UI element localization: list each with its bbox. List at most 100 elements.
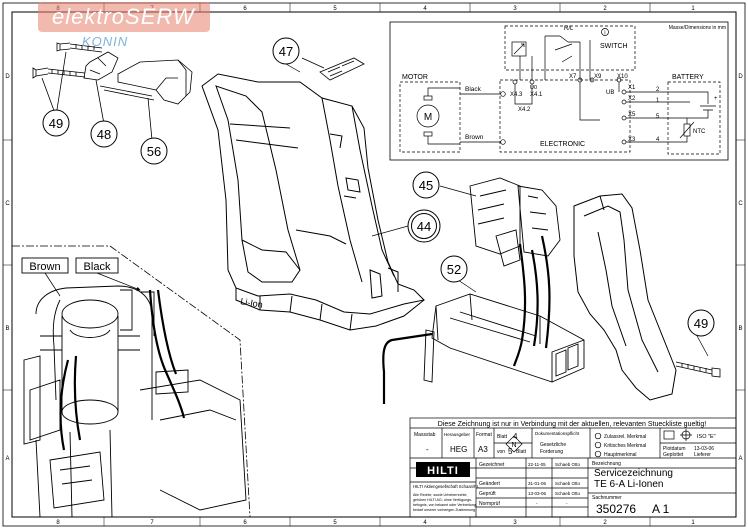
callout-45-label: 45 bbox=[419, 178, 433, 193]
term-x43: X4.3 bbox=[510, 92, 523, 98]
rights-line-1: Alle Rechte, sowie Urheberrechte, bbox=[413, 493, 468, 497]
detail-brown-label: Brown bbox=[29, 261, 60, 273]
rights-line-3: befugnis, von bekannt oder Verbreitung bbox=[413, 503, 476, 507]
callout-49-left: 49 bbox=[42, 109, 70, 137]
detail-wires bbox=[59, 289, 186, 451]
blatt-label: Blatt bbox=[497, 434, 508, 440]
callout-49-left-label: 49 bbox=[49, 116, 63, 131]
row-geaendert-name: Schaeb Otto bbox=[555, 481, 581, 486]
hilti-logo bbox=[416, 462, 470, 477]
row-label-d: D bbox=[5, 74, 10, 80]
callout-48-label: 48 bbox=[97, 127, 111, 142]
callout-49-right-label: 49 bbox=[694, 316, 708, 331]
row-label-c-right: C bbox=[738, 201, 743, 207]
pin-5: 5 bbox=[656, 114, 660, 120]
massstab-value: - bbox=[426, 445, 429, 454]
row-gezeichnet-label: Gezeichnet bbox=[479, 462, 505, 468]
revision-value: A 1 bbox=[652, 502, 670, 516]
sachnummer-label: Sachnummer bbox=[592, 495, 622, 501]
ntc-label: NTC bbox=[693, 129, 706, 135]
dok-symbol: N bbox=[511, 442, 516, 449]
term-x2: X2 bbox=[628, 96, 636, 102]
callout-49-right: 49 bbox=[687, 309, 715, 337]
i-label: I bbox=[604, 31, 605, 37]
blatt2-label: Blatt bbox=[516, 449, 527, 455]
col-label-1-bottom: 1 bbox=[691, 520, 695, 526]
motor-label: MOTOR bbox=[402, 74, 428, 81]
callout-56: 56 bbox=[140, 137, 168, 165]
plotdatum-label: Plotdatum bbox=[663, 446, 686, 452]
row-geprueft-label: Geprüft bbox=[479, 491, 496, 497]
herausgeber-label: Herausgeber bbox=[444, 432, 471, 437]
check-zulassrel: Zulassrel. Merkmal bbox=[604, 434, 646, 440]
row-gezeichnet-name: Schaeb Otto bbox=[555, 462, 581, 467]
row-label-a: A bbox=[5, 456, 9, 462]
callout-56-label: 56 bbox=[147, 144, 161, 159]
motor-symbol: M bbox=[424, 112, 432, 123]
callout-48: 48 bbox=[90, 120, 118, 148]
dok-label: Dokumentationspflicht bbox=[535, 431, 580, 436]
svg-text:+: + bbox=[714, 96, 718, 102]
col-label-3: 3 bbox=[513, 6, 517, 12]
col-label-3-bottom: 3 bbox=[513, 520, 517, 526]
row-geprueft-date: 13-03-06 bbox=[528, 491, 547, 496]
dok-text1: Gesetzliche bbox=[540, 442, 566, 448]
herausgeber-value: HEG bbox=[450, 445, 467, 454]
col-label-5: 5 bbox=[333, 6, 337, 12]
term-x42: X4.2 bbox=[518, 107, 531, 113]
col-label-5-bottom: 5 bbox=[333, 520, 337, 526]
col-label-6-bottom: 6 bbox=[243, 520, 247, 526]
watermark-background bbox=[38, 2, 210, 32]
electronic-label: ELECTRONIC bbox=[540, 141, 585, 148]
rl-label: R/L bbox=[564, 26, 574, 32]
col-label-8-bottom: 8 bbox=[56, 520, 60, 526]
row-normpruef-name: - bbox=[566, 501, 568, 506]
dok-text2: Forderung bbox=[540, 449, 563, 455]
black-wire-label: Black bbox=[465, 86, 482, 93]
pin-4: 4 bbox=[656, 137, 660, 143]
part-47-slider bbox=[301, 57, 365, 81]
callout-44: 44 bbox=[407, 209, 441, 243]
row-geaendert-date: 31-01-06 bbox=[528, 481, 547, 486]
term-u0: U0 bbox=[530, 85, 537, 91]
row-label-c: C bbox=[5, 201, 10, 207]
row-normpruef-date: - bbox=[536, 501, 538, 506]
col-label-4-bottom: 4 bbox=[423, 520, 427, 526]
row-label-a-right: A bbox=[738, 456, 742, 462]
company-name: HILTI Aktiengesellschaft Schaan/FL bbox=[413, 484, 480, 489]
detail-labels: Brown Black bbox=[21, 257, 140, 297]
watermark-city: KONIN bbox=[82, 34, 129, 49]
term-x7: X7 bbox=[569, 74, 577, 80]
geplottet-label: Geplottet bbox=[663, 452, 684, 458]
massstab-label: Massstab bbox=[414, 432, 436, 438]
iso-label: ISO "E" bbox=[697, 434, 716, 440]
col-label-2: 2 bbox=[603, 6, 607, 12]
col-label-4: 4 bbox=[423, 6, 427, 12]
row-label-d-right: D bbox=[738, 74, 743, 80]
rights-line-4: bedarf unserer vorherigen Zustimmung bbox=[413, 508, 475, 512]
row-normpruef-label: Normprüf bbox=[479, 501, 500, 507]
pin-2: 2 bbox=[656, 87, 660, 93]
term-x3: X3 bbox=[628, 137, 636, 143]
callout-52-label: 52 bbox=[447, 262, 461, 277]
row-label-b: B bbox=[5, 326, 9, 332]
detail-black-label: Black bbox=[84, 261, 111, 273]
term-x10: X10 bbox=[617, 74, 628, 80]
housing-mark: Li-Ion bbox=[240, 296, 264, 310]
detail-view bbox=[12, 245, 251, 518]
switch-cables bbox=[382, 243, 539, 404]
callout-45: 45 bbox=[412, 171, 440, 199]
callout-44-label: 44 bbox=[417, 219, 431, 234]
drawing-title-1: Servicezeichnung bbox=[594, 468, 673, 479]
title-notice: Diese Zeichnung ist nur in Verbindung mi… bbox=[438, 421, 707, 428]
battery-label: BATTERY bbox=[672, 74, 704, 81]
brown-wire-label: Brown bbox=[465, 134, 484, 141]
watermark-brand: elektroSERW bbox=[52, 4, 195, 29]
row-gezeichnet-date: 22-11-05 bbox=[528, 462, 546, 467]
von-value: 5 bbox=[508, 447, 513, 456]
col-label-1: 1 bbox=[691, 6, 695, 12]
screw-49-right bbox=[675, 361, 721, 378]
pin-1: 1 bbox=[656, 98, 660, 104]
geplottet-value: Lieferer bbox=[694, 452, 711, 458]
callout-47-label: 47 bbox=[279, 44, 293, 59]
